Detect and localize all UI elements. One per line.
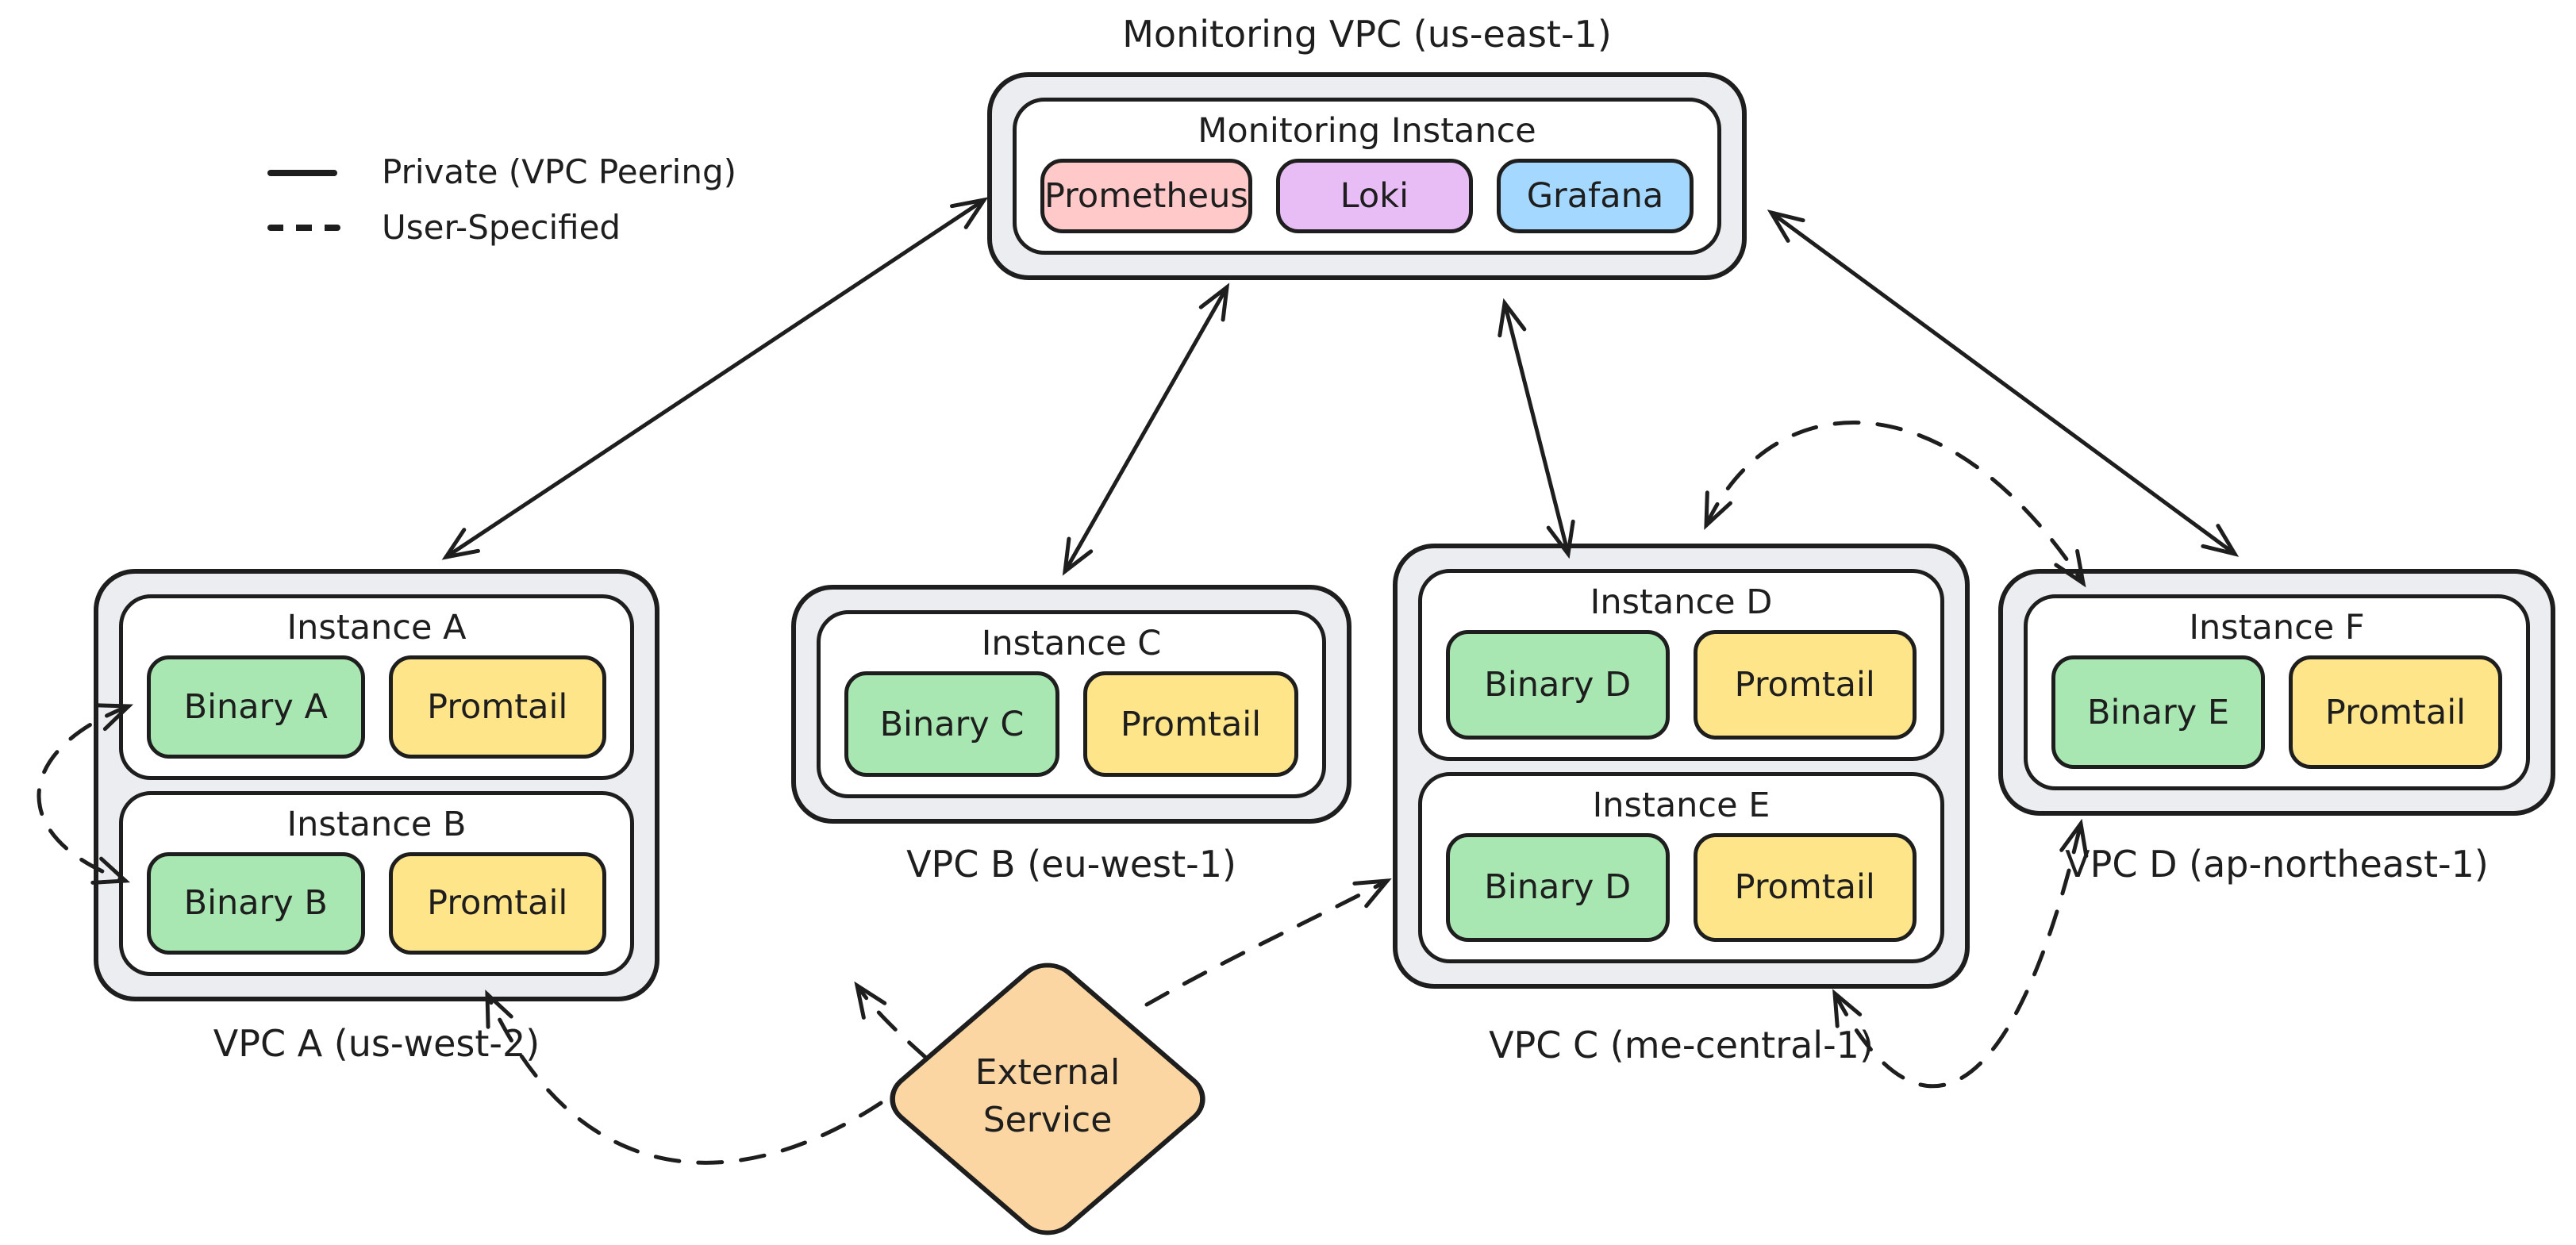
instance-e-components-row: Binary D Promtail xyxy=(1446,827,1917,942)
arrow-private-monitoring-vpc-c xyxy=(1498,298,1575,559)
arrow-user-external-vpc-a xyxy=(485,989,883,1165)
vpc-a-label: VPC A (us-west-2) xyxy=(213,1022,540,1065)
prometheus-node: Prometheus xyxy=(1040,159,1252,233)
binary-d-label: Binary D xyxy=(1484,664,1632,705)
binary-d-node: Binary D xyxy=(1446,630,1670,740)
instance-e-label: Instance E xyxy=(1592,785,1771,825)
binary-d-node: Binary D xyxy=(1446,832,1670,942)
loki-label: Loki xyxy=(1340,176,1409,216)
binary-a-node: Binary A xyxy=(147,655,365,759)
binary-c-node: Binary C xyxy=(844,671,1059,777)
binary-b-label: Binary B xyxy=(183,883,328,924)
promtail-node: Promtail xyxy=(2289,655,2502,769)
vpc-d-label: VPC D (ap-northeast-1) xyxy=(2065,843,2489,886)
prometheus-label: Prometheus xyxy=(1044,176,1248,216)
instance-b-box: Instance B Binary B Promtail xyxy=(119,790,634,976)
promtail-label: Promtail xyxy=(1120,704,1262,744)
vpc-a-box: Instance A Binary A Promtail Instance B … xyxy=(94,569,659,1001)
legend-solid-line-sample xyxy=(267,170,337,176)
instance-f-components-row: Binary E Promtail xyxy=(2051,649,2502,769)
vpc-c-label: VPC C (me-central-1) xyxy=(1489,1024,1874,1066)
grafana-node: Grafana xyxy=(1496,159,1694,233)
arrow-private-monitoring-vpc-d xyxy=(1767,209,2240,557)
instance-d-box: Instance D Binary D Promtail xyxy=(1418,569,1944,761)
monitoring-vpc-title: Monitoring VPC (us-east-1) xyxy=(1122,13,1612,56)
binary-d-label: Binary D xyxy=(1484,867,1632,908)
instance-d-label: Instance D xyxy=(1590,582,1773,622)
external-service-label: External Service xyxy=(889,1049,1206,1144)
legend-dashed-line-sample xyxy=(267,225,340,231)
monitoring-vpc-box: Monitoring Instance Prometheus Loki Graf… xyxy=(987,72,1747,280)
binary-b-node: Binary B xyxy=(147,851,365,955)
instance-c-components-row: Binary C Promtail xyxy=(844,665,1298,777)
instance-b-label: Instance B xyxy=(286,804,467,844)
legend-user-specified-label: User-Specified xyxy=(382,208,621,247)
instance-c-label: Instance C xyxy=(981,624,1162,663)
binary-e-label: Binary E xyxy=(2086,692,2229,732)
loki-node: Loki xyxy=(1275,159,1473,233)
vpc-b-box: Instance C Binary C Promtail xyxy=(791,585,1351,824)
instance-c-box: Instance C Binary C Promtail xyxy=(817,610,1326,798)
instance-b-components-row: Binary B Promtail xyxy=(147,846,606,955)
instance-d-components-row: Binary D Promtail xyxy=(1446,624,1917,740)
external-service-label-line1: External xyxy=(975,1052,1121,1093)
promtail-node: Promtail xyxy=(388,655,606,759)
instance-e-box: Instance E Binary D Promtail xyxy=(1418,771,1944,963)
instance-f-label: Instance F xyxy=(2189,608,2365,647)
monitoring-instance-label: Monitoring Instance xyxy=(1198,111,1536,151)
instance-a-components-row: Binary A Promtail xyxy=(147,649,606,759)
grafana-label: Grafana xyxy=(1526,176,1664,216)
arrow-private-monitoring-vpc-a xyxy=(441,197,989,560)
arrow-user-external-vpc-c xyxy=(1144,878,1392,1007)
promtail-label: Promtail xyxy=(427,686,568,727)
arrow-private-monitoring-vpc-b xyxy=(1062,282,1230,576)
promtail-label: Promtail xyxy=(1734,867,1875,908)
instance-f-box: Instance F Binary E Promtail xyxy=(2024,594,2530,790)
monitoring-components-row: Prometheus Loki Grafana xyxy=(1040,152,1694,233)
vpc-b-label: VPC B (eu-west-1) xyxy=(906,843,1236,886)
binary-a-label: Binary A xyxy=(183,686,328,727)
promtail-node: Promtail xyxy=(388,851,606,955)
promtail-label: Promtail xyxy=(2324,692,2466,732)
promtail-node: Promtail xyxy=(1693,630,1917,740)
vpc-c-box: Instance D Binary D Promtail Instance E … xyxy=(1393,544,1970,989)
external-service-label-line2: Service xyxy=(982,1100,1113,1140)
binary-e-node: Binary E xyxy=(2051,655,2265,769)
arrow-user-external-vpc-b xyxy=(854,981,929,1061)
monitoring-instance-box: Monitoring Instance Prometheus Loki Graf… xyxy=(1013,98,1721,255)
vpc-d-box: Instance F Binary E Promtail xyxy=(1998,569,2555,816)
legend-private-label: Private (VPC Peering) xyxy=(382,152,737,191)
promtail-node: Promtail xyxy=(1693,832,1917,942)
promtail-label: Promtail xyxy=(427,883,568,924)
promtail-node: Promtail xyxy=(1083,671,1298,777)
binary-c-label: Binary C xyxy=(879,704,1025,744)
instance-a-box: Instance A Binary A Promtail xyxy=(119,594,634,780)
promtail-label: Promtail xyxy=(1734,664,1875,705)
instance-a-label: Instance A xyxy=(286,608,467,647)
